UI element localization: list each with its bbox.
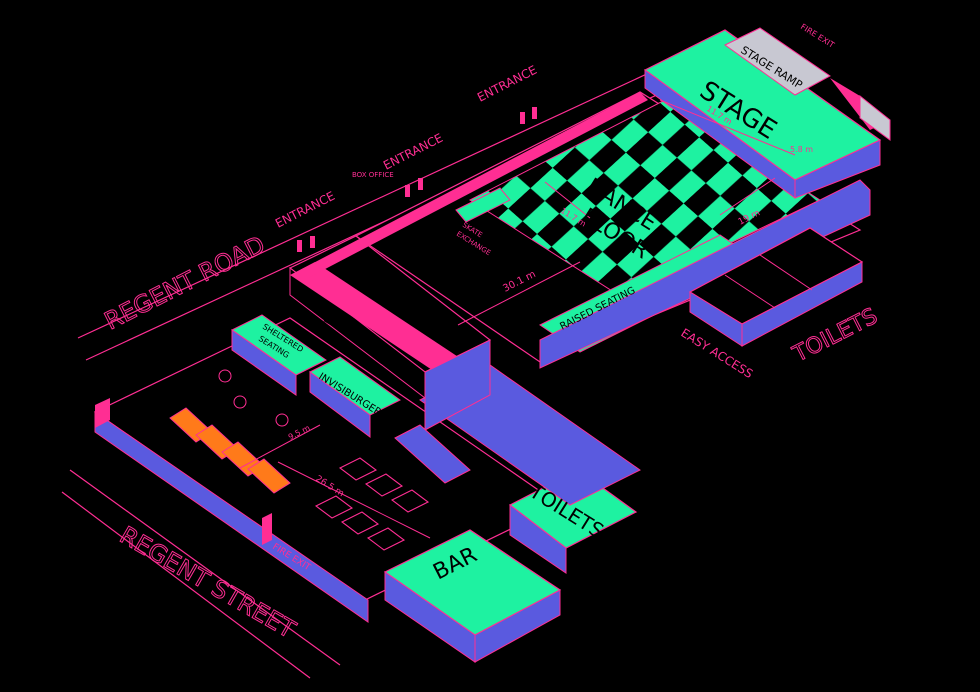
round-tables [218, 369, 289, 427]
dimension-lines [239, 99, 796, 539]
toilets-upper [688, 227, 864, 347]
entrance-label-1: ENTRANCE [273, 189, 337, 231]
dim-stage-depth: 5.8 m [790, 145, 813, 154]
yard-stairs [169, 407, 291, 494]
entrance-label-3: ENTRANCE [475, 63, 539, 105]
bar-building [231, 235, 492, 484]
entrance-label-2: ENTRANCE [381, 131, 445, 173]
stage-block [643, 27, 891, 199]
yard [93, 317, 641, 663]
entrance-doors [297, 107, 537, 252]
picnic-tables [314, 457, 430, 551]
regent-road-label: REGENT ROAD [100, 231, 269, 336]
box-office-label: BOX OFFICE [352, 171, 394, 179]
fire-exit-label-top: FIRE EXIT [799, 22, 836, 50]
